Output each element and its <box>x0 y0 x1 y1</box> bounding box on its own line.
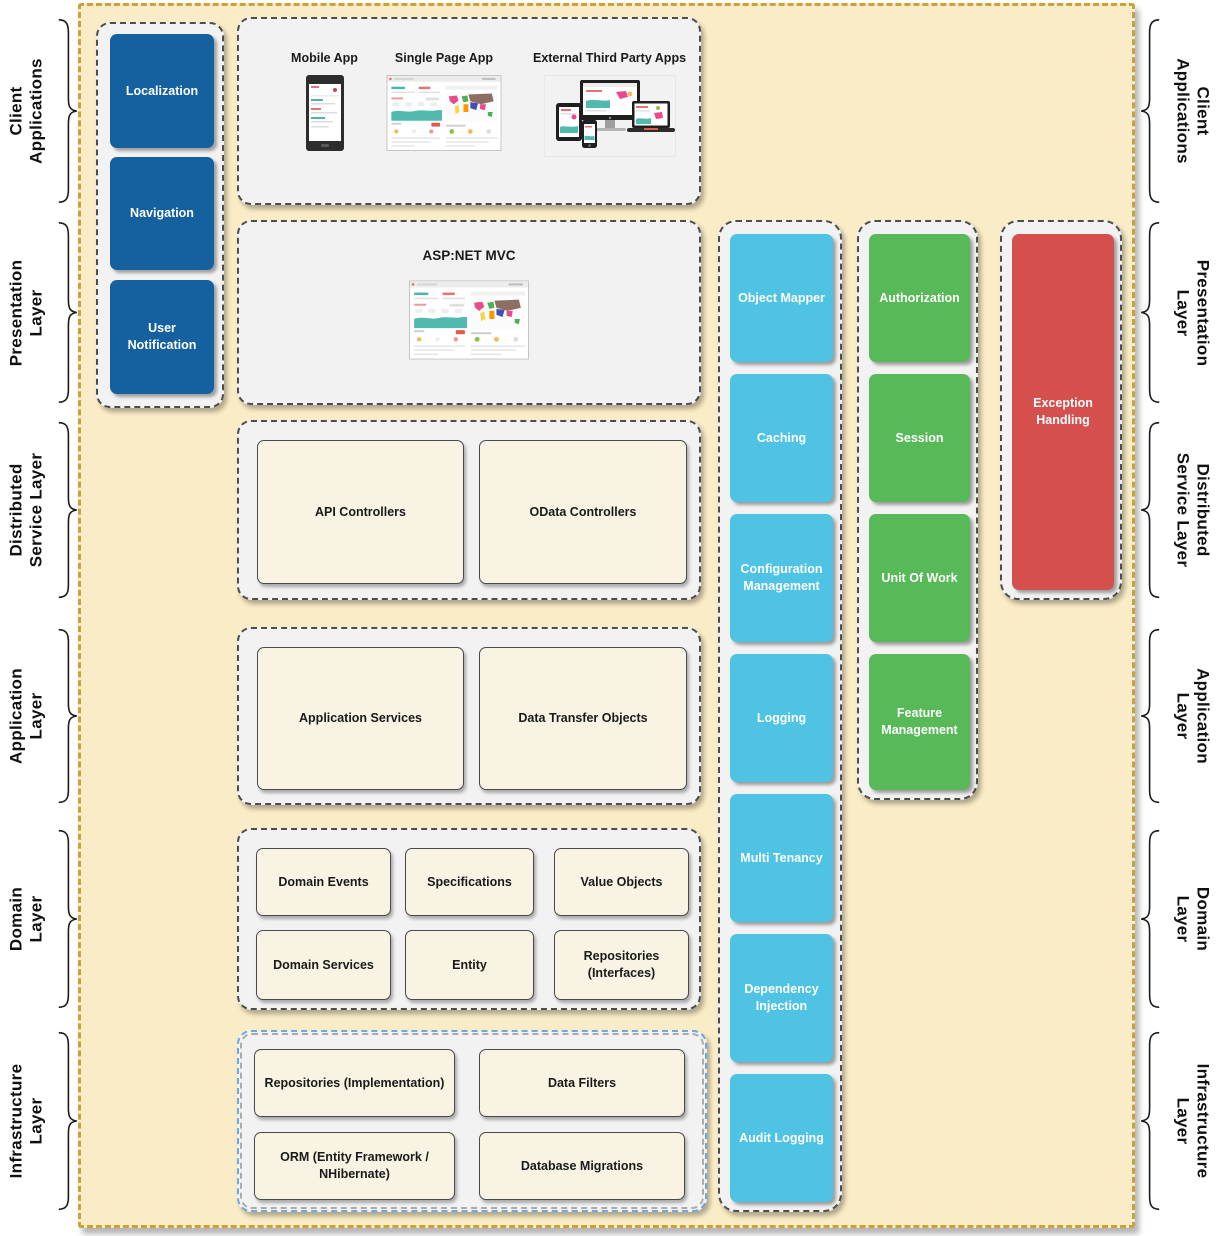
curly-brace-icon <box>57 221 78 404</box>
layer-band-right-client-applications: Client Applications <box>1140 17 1218 205</box>
layer-band-left-presentation: Presentation Layer <box>0 220 78 405</box>
panel-framework-services: Authorization Session Unit Of Work Featu… <box>857 220 978 800</box>
mobile-app-label: Mobile App <box>291 51 358 65</box>
panel-client-applications: Mobile App Single Page App Ext <box>237 17 701 205</box>
layer-label-domain: Domain Layer <box>6 886 46 952</box>
aspnet-mvc-image <box>409 278 529 362</box>
layer-band-right-distributed-service: Distributed Service Layer <box>1140 420 1218 600</box>
layer-band-left-client-applications: Client Applications <box>0 17 78 205</box>
box-database-migrations: Database Migrations <box>479 1132 685 1200</box>
curly-brace-icon <box>57 628 78 804</box>
box-data-filters: Data Filters <box>479 1049 685 1117</box>
layer-band-right-domain: Domain Layer <box>1140 828 1218 1010</box>
layer-band-right-infrastructure: Infrastructure Layer <box>1140 1030 1218 1212</box>
external-third-party-apps-label: External Third Party Apps <box>532 51 687 65</box>
box-value-objects: Value Objects <box>554 848 689 916</box>
layer-band-right-application: Application Layer <box>1140 627 1218 805</box>
single-page-app-label: Single Page App <box>394 51 494 65</box>
box-caching: Caching <box>730 374 833 502</box>
box-data-transfer-objects: Data Transfer Objects <box>479 647 687 790</box>
layer-label-domain: Domain Layer <box>1173 886 1213 952</box>
panel-application-layer: Application Services Data Transfer Objec… <box>237 627 701 805</box>
layer-label-application: Application Layer <box>6 668 46 764</box>
curly-brace-icon <box>57 421 78 599</box>
box-dependency-injection: Dependency Injection <box>730 934 833 1062</box>
box-audit-logging: Audit Logging <box>730 1074 833 1202</box>
panel-distributed-service: API Controllers OData Controllers <box>237 420 701 600</box>
panel-presentation-mvc: ASP:NET MVC <box>237 220 701 405</box>
layer-label-infrastructure: Infrastructure Layer <box>1173 1063 1213 1179</box>
box-exception-handling: Exception Handling <box>1012 234 1114 590</box>
layer-band-left-infrastructure: Infrastructure Layer <box>0 1030 78 1212</box>
box-orm: ORM (Entity Framework / NHibernate) <box>254 1132 455 1200</box>
box-navigation: Navigation <box>110 157 214 270</box>
figure-mobile-app: Mobile App <box>277 51 372 151</box>
box-feature-management: Feature Management <box>869 654 970 790</box>
layer-label-client-applications: Client Applications <box>6 58 46 164</box>
panel-infrastructure-layer: Repositories (Implementation) Data Filte… <box>237 1030 707 1212</box>
box-unit-of-work: Unit Of Work <box>869 514 970 642</box>
box-logging: Logging <box>730 654 833 782</box>
figure-external-third-party-apps: External Third Party Apps <box>533 51 686 157</box>
external-third-party-apps-image <box>543 75 676 157</box>
single-page-app-image <box>385 75 503 151</box>
box-authorization: Authorization <box>869 234 970 362</box>
layer-label-client-applications: Client Applications <box>1173 58 1213 164</box>
box-user-notification: User Notification <box>110 280 214 394</box>
curly-brace-icon <box>57 18 78 204</box>
box-configuration-management: Configuration Management <box>730 514 833 642</box>
curly-brace-icon <box>1140 628 1161 804</box>
box-specifications: Specifications <box>405 848 534 916</box>
box-domain-services: Domain Services <box>256 930 391 1000</box>
curly-brace-icon <box>1140 829 1161 1009</box>
curly-brace-icon <box>1140 1031 1161 1211</box>
layer-band-left-application: Application Layer <box>0 627 78 805</box>
box-repositories-interfaces: Repositories (Interfaces) <box>554 930 689 1000</box>
layer-band-right-presentation: Presentation Layer <box>1140 220 1218 405</box>
panel-client-modules: Localization Navigation User Notificatio… <box>96 22 224 408</box>
layer-label-presentation: Presentation Layer <box>6 259 46 366</box>
layer-label-application: Application Layer <box>1173 668 1213 764</box>
figure-single-page-app: Single Page App <box>382 51 506 151</box>
box-odata-controllers: OData Controllers <box>479 440 687 584</box>
aspnet-mvc-title: ASP:NET MVC <box>422 248 516 263</box>
box-object-mapper: Object Mapper <box>730 234 833 362</box>
layer-label-distributed-service: Distributed Service Layer <box>6 452 46 568</box>
curly-brace-icon <box>57 1031 78 1211</box>
panel-domain-layer: Domain Events Specifications Value Objec… <box>237 828 701 1010</box>
box-repositories-implementation: Repositories (Implementation) <box>254 1049 455 1117</box>
layer-band-left-distributed-service: Distributed Service Layer <box>0 420 78 600</box>
box-api-controllers: API Controllers <box>257 440 464 584</box>
box-multi-tenancy: Multi Tenancy <box>730 794 833 922</box>
layer-band-left-domain: Domain Layer <box>0 828 78 1010</box>
curly-brace-icon <box>1140 18 1161 204</box>
box-entity: Entity <box>405 930 534 1000</box>
box-localization: Localization <box>110 34 214 148</box>
curly-brace-icon <box>1140 221 1161 404</box>
panel-exception-handling: Exception Handling <box>1000 220 1122 600</box>
layer-label-presentation: Presentation Layer <box>1173 259 1213 366</box>
layer-label-infrastructure: Infrastructure Layer <box>6 1063 46 1179</box>
mobile-app-image <box>305 75 344 151</box>
curly-brace-icon <box>57 829 78 1009</box>
box-application-services: Application Services <box>257 647 464 790</box>
layer-label-distributed-service: Distributed Service Layer <box>1173 452 1213 568</box>
box-domain-events: Domain Events <box>256 848 391 916</box>
curly-brace-icon <box>1140 421 1161 599</box>
box-session: Session <box>869 374 970 502</box>
panel-cross-cutting-concerns: Object Mapper Caching Configuration Mana… <box>718 220 842 1212</box>
